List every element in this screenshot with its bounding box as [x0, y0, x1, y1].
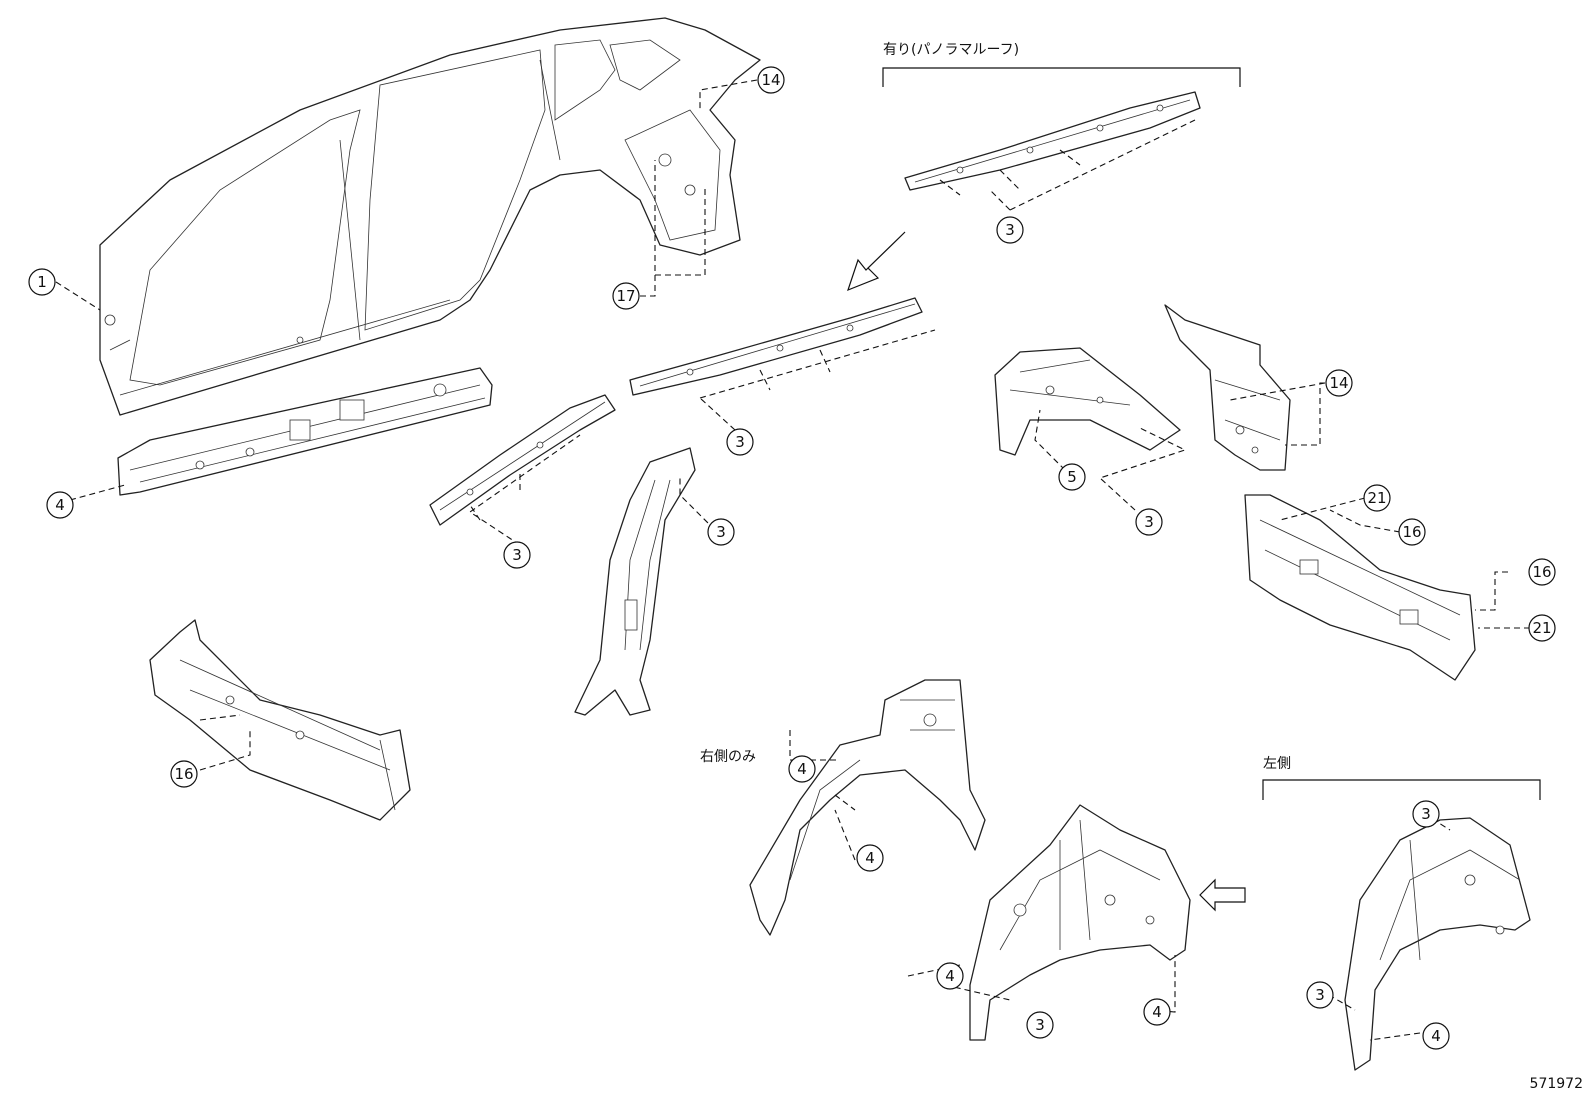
svg-text:4: 4	[865, 849, 875, 867]
callout: 17	[612, 282, 640, 310]
svg-text:3: 3	[1315, 986, 1325, 1004]
callout: 3	[1412, 800, 1440, 828]
svg-text:3: 3	[1035, 1016, 1045, 1034]
left-side-bracket: 左側	[1262, 756, 1541, 800]
rocker-panel	[117, 367, 493, 496]
callout: 21	[1363, 484, 1391, 512]
callout: 16	[170, 760, 198, 788]
callout: 5	[1058, 463, 1086, 491]
callout: 3	[1306, 981, 1334, 1009]
callout: 4	[1422, 1022, 1450, 1050]
callout: 4	[936, 962, 964, 990]
svg-text:4: 4	[55, 496, 65, 514]
arrow-left-icon	[1199, 878, 1246, 912]
svg-text:16: 16	[1532, 563, 1551, 581]
a-pillar-inner	[429, 394, 616, 526]
callout: 4	[856, 844, 884, 872]
right-only-label: 右側のみ	[700, 749, 756, 765]
cowl-panel	[149, 619, 411, 821]
svg-text:5: 5	[1067, 468, 1077, 486]
back-panel	[1244, 494, 1476, 681]
svg-text:17: 17	[616, 287, 635, 305]
rear-wheelhouse	[969, 804, 1191, 1041]
panorama-label: 有り(パノラマルーフ)	[883, 42, 1019, 58]
svg-text:16: 16	[1402, 523, 1421, 541]
svg-text:16: 16	[174, 765, 193, 783]
callouts: 1 14 17 3 3 3 3 3 4 5 3 14 21 16 16 21 1…	[28, 66, 1556, 1050]
callout: 3	[707, 518, 735, 546]
svg-text:4: 4	[945, 967, 955, 985]
svg-text:3: 3	[735, 433, 745, 451]
svg-text:14: 14	[1329, 374, 1348, 392]
svg-text:21: 21	[1532, 619, 1551, 637]
leader-lines	[55, 79, 1530, 1041]
arrow-down-left-icon	[847, 231, 906, 292]
svg-text:3: 3	[1144, 513, 1154, 531]
svg-text:3: 3	[512, 546, 522, 564]
callout: 14	[1325, 369, 1353, 397]
left-side-label: 左側	[1263, 756, 1291, 772]
quarter-inner-upper	[994, 347, 1181, 456]
callout: 3	[1026, 1011, 1054, 1039]
svg-text:3: 3	[716, 523, 726, 541]
callout: 16	[1398, 518, 1426, 546]
quarter-bracket	[1164, 304, 1291, 471]
callout: 4	[46, 491, 74, 519]
callout: 3	[996, 216, 1024, 244]
roof-rail	[629, 297, 923, 396]
svg-text:21: 21	[1367, 489, 1386, 507]
diagram-id: 571972	[1530, 1076, 1583, 1092]
callout: 3	[1135, 508, 1163, 536]
callout: 21	[1528, 614, 1556, 642]
callout: 14	[757, 66, 785, 94]
svg-text:14: 14	[761, 71, 780, 89]
callout: 3	[726, 428, 754, 456]
svg-text:4: 4	[797, 760, 807, 778]
callout: 3	[503, 541, 531, 569]
front-apron	[749, 679, 986, 936]
callout: 16	[1528, 558, 1556, 586]
b-pillar	[574, 447, 696, 716]
panorama-bracket: 有り(パノラマルーフ)	[882, 42, 1241, 87]
svg-text:1: 1	[37, 273, 47, 291]
callout: 4	[1143, 998, 1171, 1026]
svg-text:4: 4	[1152, 1003, 1162, 1021]
callout: 4	[788, 755, 816, 783]
svg-text:4: 4	[1431, 1027, 1441, 1045]
body-side-outer-panel	[99, 17, 761, 416]
rear-wheelhouse-left	[1344, 817, 1531, 1071]
callout: 1	[28, 268, 56, 296]
roof-rail-panorama	[904, 91, 1201, 191]
svg-text:3: 3	[1421, 805, 1431, 823]
svg-text:3: 3	[1005, 221, 1015, 239]
